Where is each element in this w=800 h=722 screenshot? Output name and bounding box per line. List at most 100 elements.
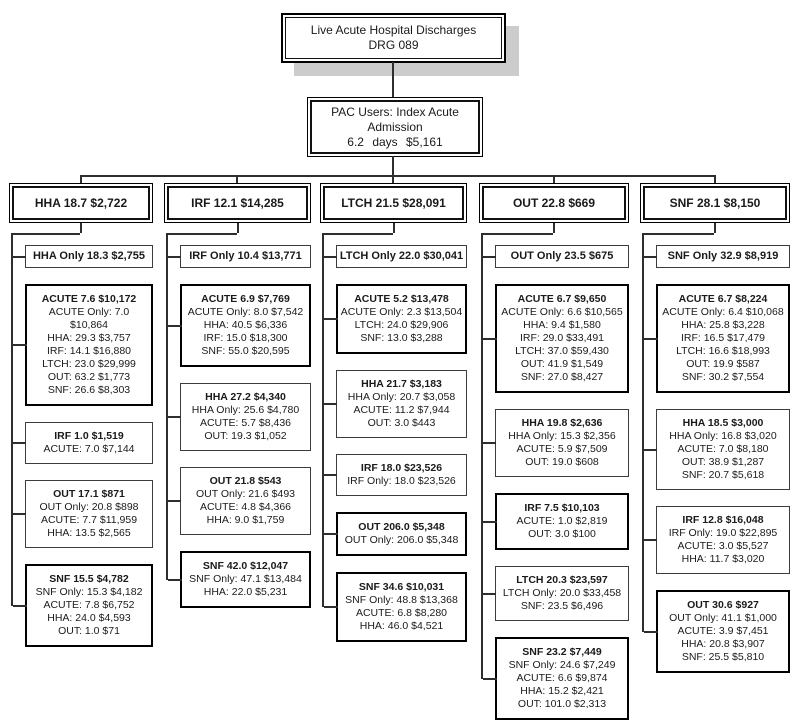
node-line: SNF Only: 24.6 $7,249 bbox=[508, 659, 616, 671]
node-line: IRF: 16.5 $17,479 bbox=[680, 332, 766, 344]
connector-drop-hha bbox=[80, 175, 82, 183]
node-line: OUT: 1.0 $71 bbox=[58, 625, 120, 637]
node-line: OUT: 3.0 $100 bbox=[528, 528, 596, 540]
node-title: HHA 27.2 $4,340 bbox=[205, 391, 286, 403]
connector-elbow-drop bbox=[714, 223, 716, 233]
connector-elbow-across bbox=[166, 233, 237, 235]
node-line: IRF: 14.1 $16,880 bbox=[46, 345, 132, 357]
node-line: HHA: 15.2 $2,421 bbox=[520, 685, 604, 697]
connector-spine bbox=[642, 233, 644, 632]
node-line: OUT: 19.0 $608 bbox=[525, 456, 599, 468]
node-line: HHA Only: 16.8 $3,020 bbox=[669, 430, 777, 442]
node-line: OUT: 41.9 $1,549 bbox=[520, 358, 604, 370]
column-out: OUT 22.8 $669 OUT Only 23.5 $675 ACUTE 6… bbox=[479, 183, 629, 720]
node-title: IRF 12.8 $16,048 bbox=[682, 514, 764, 526]
connector-spine bbox=[166, 233, 168, 580]
connector-elbow-drop bbox=[392, 223, 395, 233]
node-line: ACUTE: 3.9 $7,451 bbox=[677, 625, 769, 637]
node-line: HHA: 9.0 $1,759 bbox=[206, 514, 285, 526]
node-line: HHA: 46.0 $4,521 bbox=[359, 620, 444, 632]
node-line: SNF: 25.5 $5,810 bbox=[681, 651, 765, 663]
node-box: OUT 206.0 $5,348 OUT Only: 206.0 $5,348 bbox=[324, 512, 467, 556]
node-title: IRF 1.0 $1,519 bbox=[54, 430, 124, 442]
node-title: SNF 23.2 $7,449 bbox=[522, 646, 602, 658]
connector-spine bbox=[11, 233, 13, 606]
node-title: ACUTE 7.6 $10,172 bbox=[41, 293, 137, 305]
column-irf: IRF 12.1 $14,285 IRF Only 10.4 $13,771 A… bbox=[164, 183, 311, 608]
node-title: HHA 18.5 $3,000 bbox=[682, 417, 764, 429]
column-header: OUT 22.8 $669 bbox=[479, 183, 629, 223]
node-line: IRF Only: 18.0 $23,526 bbox=[347, 475, 456, 487]
root-node-label: Live Acute Hospital Discharges DRG 089 bbox=[285, 17, 502, 59]
node-box: IRF Only 10.4 $13,771 bbox=[167, 245, 311, 268]
node-line: OUT: 3.0 $443 bbox=[367, 417, 436, 429]
node-line: HHA: 25.8 $3,228 bbox=[681, 319, 765, 331]
node-box: ACUTE 6.7 $8,224 ACUTE Only: 6.4 $10,068… bbox=[644, 284, 790, 393]
node-line: SNF Only: 15.3 $4,182 bbox=[35, 586, 143, 598]
node-line: ACUTE: 6.8 $8,280 bbox=[355, 607, 448, 619]
pac-node-label: PAC Users: Index Acute Admission 6.2 day… bbox=[310, 100, 480, 154]
node-title: SNF 42.0 $12,047 bbox=[202, 560, 289, 572]
root-line2: DRG 089 bbox=[368, 38, 419, 52]
node-line: SNF: 20.7 $5,618 bbox=[681, 469, 765, 481]
node-line: SNF: 55.0 $20,595 bbox=[201, 345, 290, 357]
node-title: OUT 17.1 $871 bbox=[53, 488, 125, 500]
node-line: OUT Only: 20.8 $898 bbox=[39, 501, 139, 513]
node-title: ACUTE 6.9 $7,769 bbox=[201, 293, 290, 305]
pac-node: PAC Users: Index Acute Admission 6.2 day… bbox=[307, 97, 483, 157]
column-boxes: LTCH Only 22.0 $30,041 ACUTE 5.2 $13,478… bbox=[322, 233, 467, 642]
node-line: LTCH: 37.0 $59,430 bbox=[515, 345, 609, 357]
connector-root-pac bbox=[392, 62, 394, 98]
column-header-label: IRF 12.1 $14,285 bbox=[167, 186, 308, 220]
node-title: IRF 18.0 $23,526 bbox=[360, 462, 443, 474]
connector-spine bbox=[322, 233, 324, 607]
connector-drop-ltch bbox=[392, 175, 394, 183]
node-line: OUT: 19.3 $1,052 bbox=[204, 430, 287, 442]
connector-drop-snf bbox=[714, 175, 716, 183]
column-header: SNF 28.1 $8,150 bbox=[640, 183, 790, 223]
node-title: ACUTE 5.2 $13,478 bbox=[354, 293, 449, 305]
root-node: Live Acute Hospital Discharges DRG 089 bbox=[281, 13, 506, 63]
node-line: ACUTE: 7.0 $8,180 bbox=[677, 443, 769, 455]
node-title: OUT 206.0 $5,348 bbox=[358, 521, 445, 533]
node-line: HHA: 11.7 $3,020 bbox=[681, 553, 765, 565]
node-line: ACUTE: 1.0 $2,819 bbox=[516, 515, 608, 527]
column-header-label: SNF 28.1 $8,150 bbox=[643, 186, 787, 220]
column-boxes: IRF Only 10.4 $13,771 ACUTE 6.9 $7,769 A… bbox=[166, 233, 311, 608]
node-line: ACUTE: 6.6 $9,874 bbox=[516, 672, 608, 684]
node-line: ACUTE Only: 2.3 $13,504 bbox=[340, 306, 463, 318]
node-title: SNF Only 32.9 $8,919 bbox=[667, 250, 779, 262]
node-line: SNF Only: 47.1 $13,484 bbox=[189, 573, 302, 585]
node-title: OUT 21.8 $543 bbox=[209, 475, 282, 487]
node-line: ACUTE Only: 8.0 $7,542 bbox=[187, 306, 304, 318]
node-line: ACUTE: 7.7 $11,959 bbox=[40, 514, 138, 526]
node-title: OUT 30.6 $927 bbox=[687, 599, 759, 611]
node-line: ACUTE: 3.0 $5,527 bbox=[677, 540, 769, 552]
node-line: IRF Only: 19.0 $22,895 bbox=[668, 527, 778, 539]
connector-elbow-across bbox=[481, 233, 553, 235]
node-line: LTCH: 16.6 $18,993 bbox=[676, 345, 770, 357]
connector-drop-irf bbox=[236, 175, 238, 183]
node-line: OUT Only: 41.1 $1,000 bbox=[669, 612, 777, 624]
node-title: ACUTE 6.7 $9,650 bbox=[517, 293, 607, 305]
node-line: HHA: 24.0 $4,593 bbox=[47, 612, 131, 624]
node-line: OUT: 63.2 $1,773 bbox=[47, 371, 131, 383]
node-title: LTCH 20.3 $23,597 bbox=[516, 574, 608, 586]
node-line: HHA: 9.4 $1,580 bbox=[523, 319, 601, 331]
connector-spine bbox=[481, 233, 483, 679]
column-ltch: LTCH 21.5 $28,091 LTCH Only 22.0 $30,041… bbox=[320, 183, 467, 642]
node-box: ACUTE 6.7 $9,650 ACUTE Only: 6.6 $10,565… bbox=[483, 284, 629, 393]
node-line: OUT Only: 206.0 $5,348 bbox=[344, 534, 459, 546]
node-box: IRF 1.0 $1,519 ACUTE: 7.0 $7,144 bbox=[12, 422, 153, 464]
node-title: OUT Only 23.5 $675 bbox=[510, 250, 614, 262]
node-title: SNF 15.5 $4,782 bbox=[49, 573, 129, 585]
